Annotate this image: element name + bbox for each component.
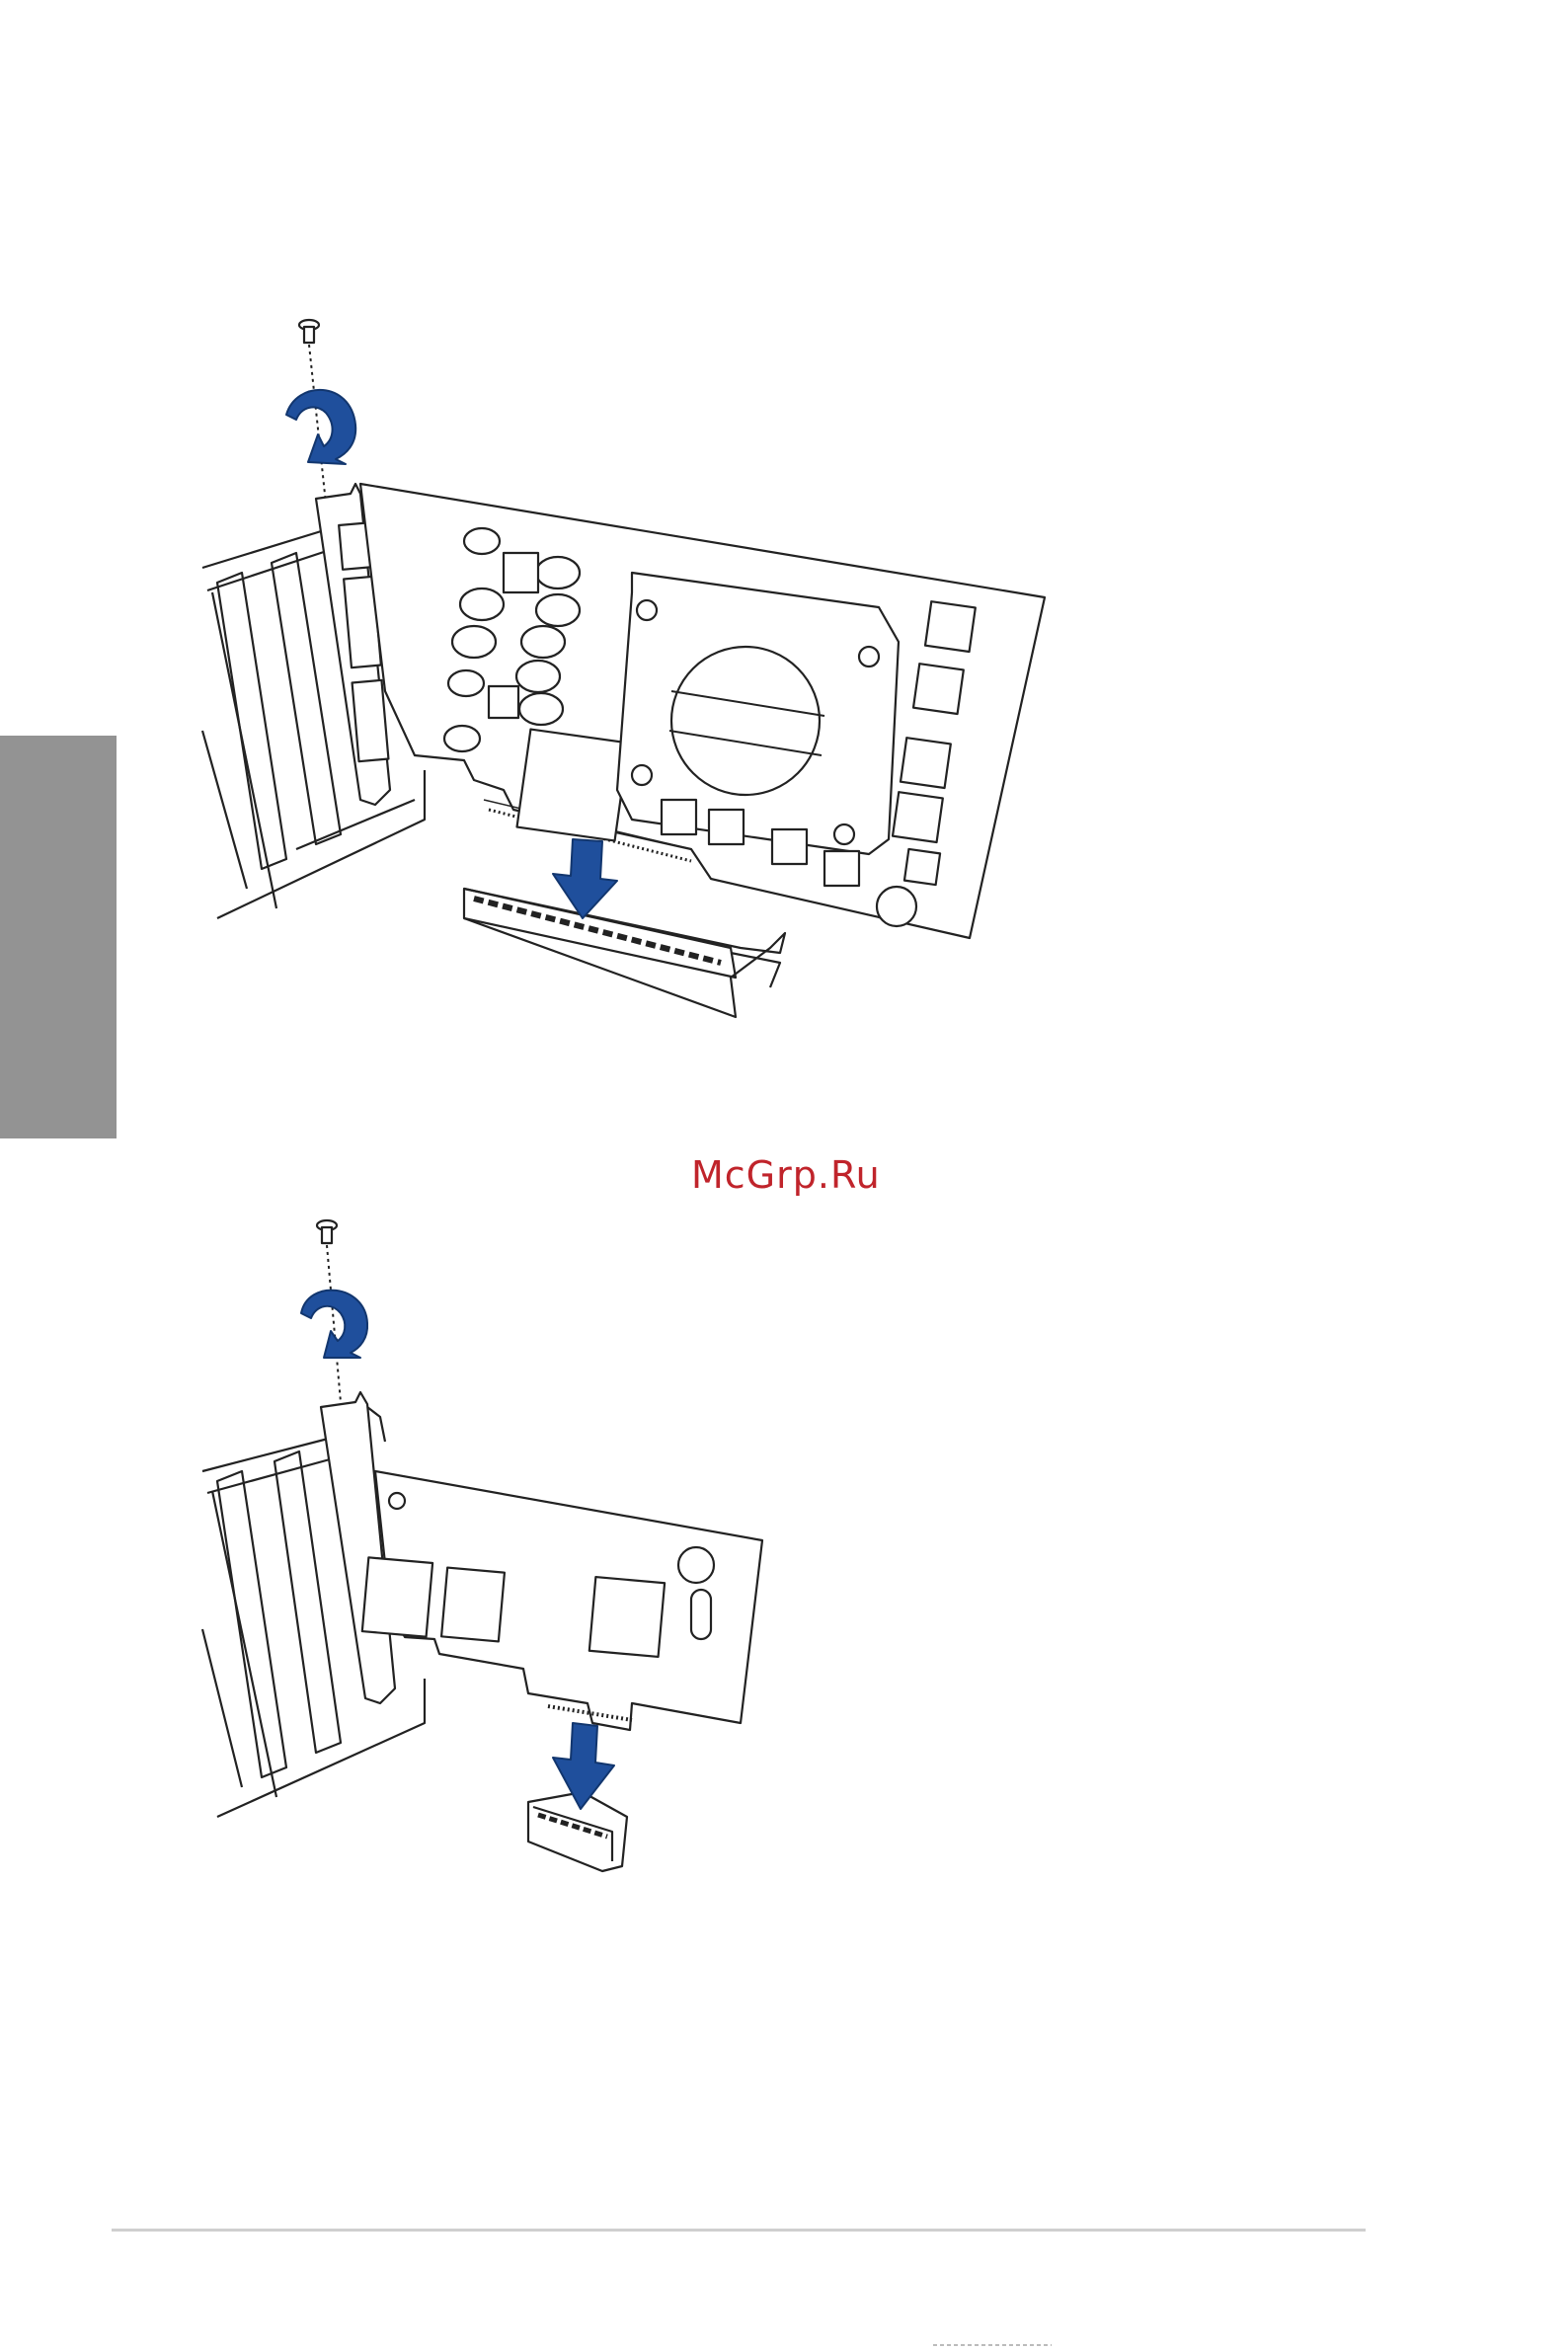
watermark-text: McGrp.Ru — [691, 1153, 881, 1197]
insert-arrow-icon — [553, 839, 617, 918]
footer-rule — [112, 2229, 1366, 2232]
graphics-card-pcb — [360, 484, 1045, 938]
rotate-arrow-icon — [301, 1291, 367, 1358]
rotate-arrow-icon — [286, 390, 355, 464]
expansion-card-pcb — [362, 1471, 762, 1730]
footer-marks — [933, 2340, 1052, 2350]
expansion-card-install-illustration — [0, 1185, 1568, 1896]
screw-icon — [317, 1220, 341, 1402]
pcie-x16-slot — [464, 889, 785, 1017]
graphics-card-install-illustration — [0, 0, 1568, 1126]
screw-icon — [299, 320, 326, 504]
